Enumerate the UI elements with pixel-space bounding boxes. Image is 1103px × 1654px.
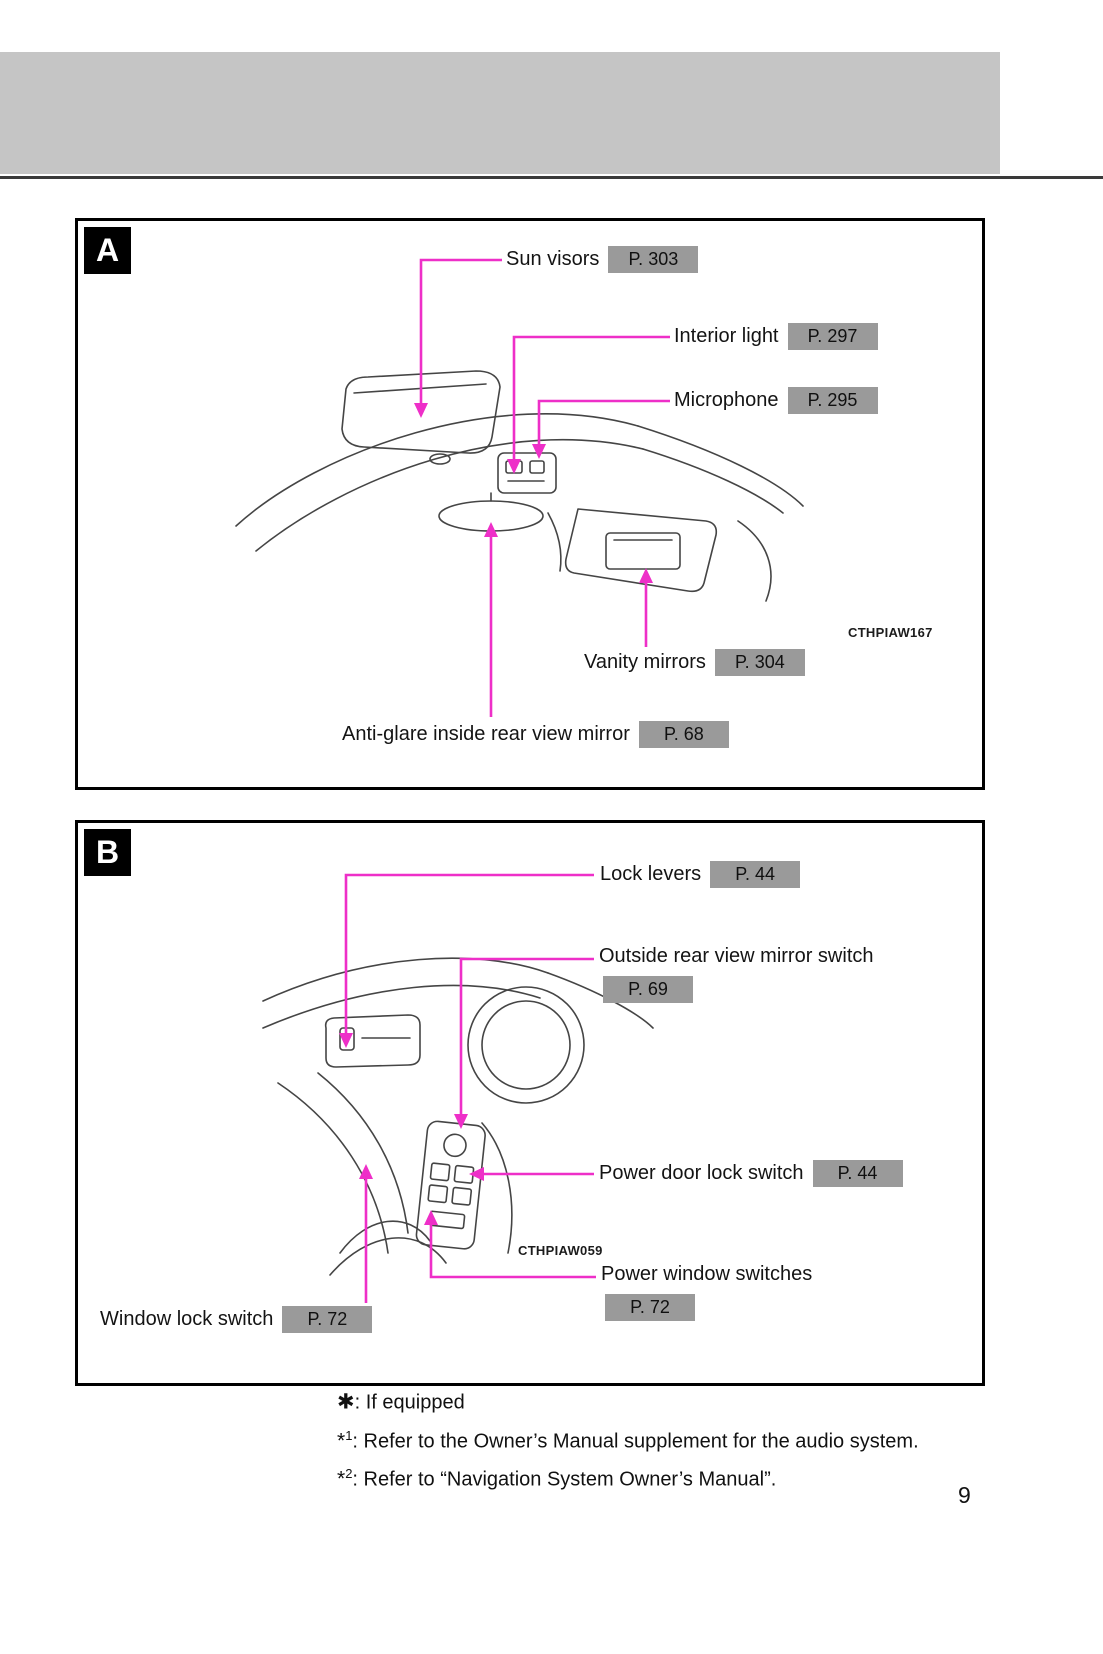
callout-arrows-b — [339, 873, 596, 1303]
car-ceiling-illustration — [235, 370, 804, 602]
callout-power-window: Power window switches P. 72 — [601, 1263, 812, 1321]
footnote-marker: * — [337, 1429, 346, 1453]
callout-label: Power window switches — [601, 1263, 813, 1285]
page-ref-badge: P. 297 — [787, 323, 878, 350]
footnote-audio-supplement: *1: Refer to the Owner’s Manual suppleme… — [337, 1427, 919, 1453]
section-label-a: A — [84, 227, 131, 274]
callout-arrows-a — [414, 258, 670, 717]
page-ref-badge: P. 44 — [812, 1160, 903, 1187]
arrow-microphone — [537, 399, 670, 446]
door-panel-illustration — [262, 957, 654, 1276]
figure-box-b: B — [75, 820, 985, 1386]
section-label-b: B — [84, 829, 131, 876]
footnotes: ✱: If equipped *1: Refer to the Owner’s … — [337, 1384, 919, 1500]
callout-microphone: Microphone P. 295 — [674, 387, 878, 414]
page-ref-badge: P. 304 — [714, 649, 805, 676]
arrow-lock-levers — [344, 873, 594, 1035]
footnote-navigation-manual: *2: Refer to “Navigation System Owner’s … — [337, 1466, 777, 1491]
image-code-a: CTHPIAW167 — [848, 625, 933, 640]
callout-lock-levers: Lock levers P. 44 — [600, 861, 801, 888]
callout-vanity-mirrors: Vanity mirrors P. 304 — [584, 649, 805, 676]
callout-label: Lock levers — [600, 863, 702, 885]
footnote-text: : Refer to “Navigation System Owner’s Ma… — [352, 1468, 777, 1491]
callout-label: Sun visors — [506, 248, 600, 270]
image-code-b: CTHPIAW059 — [518, 1243, 603, 1258]
footnote-marker: ✱ — [337, 1390, 355, 1414]
page-ref-badge: P. 72 — [282, 1306, 373, 1333]
footnote-if-equipped: ✱: If equipped — [337, 1384, 919, 1416]
callout-label: Interior light — [674, 325, 779, 347]
callout-label: Vanity mirrors — [584, 651, 706, 673]
callout-sun-visors: Sun visors P. 303 — [506, 246, 699, 273]
arrow-sun-visors — [419, 258, 502, 405]
callout-interior-light: Interior light P. 297 — [674, 323, 878, 350]
page-ref-badge: P. 69 — [603, 976, 693, 1003]
page-ref-badge: P. 44 — [710, 861, 801, 888]
figure-box-a: A — [75, 218, 985, 790]
callout-power-door-lock: Power door lock switch P. 44 — [599, 1160, 903, 1187]
footnote-text: : If equipped — [354, 1391, 465, 1414]
header-divider — [0, 176, 1103, 179]
callout-label: Window lock switch — [100, 1308, 274, 1330]
arrow-outside-mirror-switch — [459, 957, 594, 1116]
page-number: 9 — [958, 1482, 971, 1508]
header-band — [0, 52, 1000, 174]
callout-outside-mirror-switch: Outside rear view mirror switch P. 69 — [599, 945, 874, 1003]
footnote-marker: * — [337, 1467, 346, 1491]
page-ref-badge: P. 303 — [608, 246, 699, 273]
footnote-text: : Refer to the Owner’s Manual supplement… — [352, 1430, 919, 1453]
page-ref-badge: P. 68 — [638, 721, 729, 748]
page-ref-badge: P. 72 — [605, 1294, 695, 1321]
callout-anti-glare-mirror: Anti-glare inside rear view mirror P. 68 — [342, 721, 729, 748]
callout-label: Outside rear view mirror switch — [599, 945, 874, 967]
arrow-interior-light — [512, 335, 670, 461]
callout-window-lock: Window lock switch P. 72 — [100, 1306, 373, 1333]
callout-label: Anti-glare inside rear view mirror — [342, 723, 630, 745]
callout-label: Microphone — [674, 389, 779, 411]
page-ref-badge: P. 295 — [787, 387, 878, 414]
callout-label: Power door lock switch — [599, 1162, 804, 1184]
